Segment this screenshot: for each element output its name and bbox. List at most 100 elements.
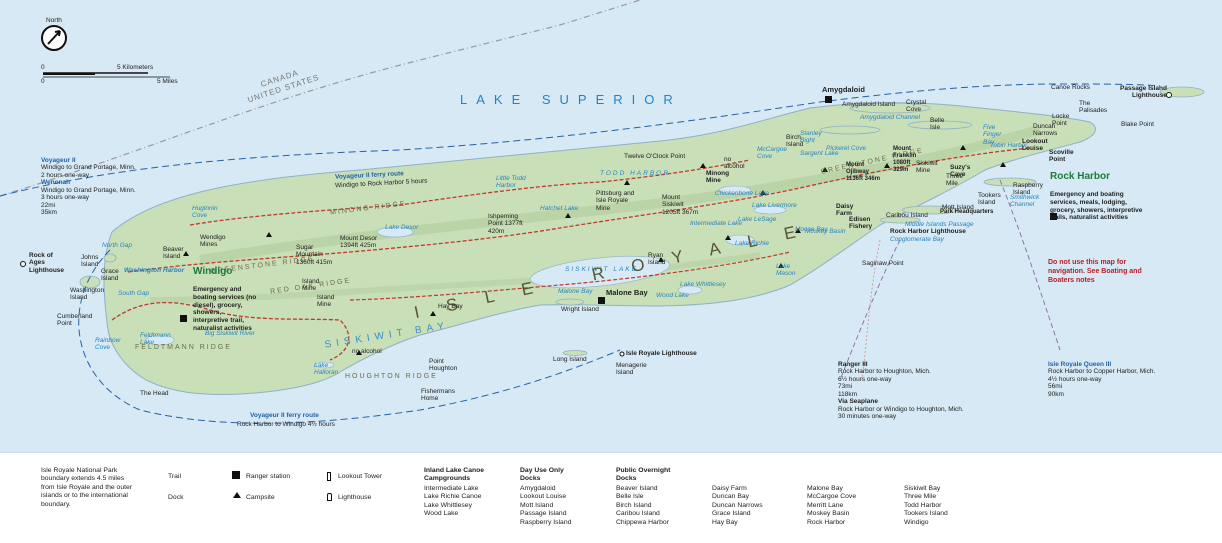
label-voyageur-bottom: Voyageur II ferry route xyxy=(250,412,319,419)
island-long xyxy=(562,350,588,356)
label-lake-desor: Lake Desor xyxy=(385,224,419,231)
label-houghton-ridge: HOUGHTON RIDGE xyxy=(345,373,438,380)
label-point-houghton: Point Houghton xyxy=(429,358,458,373)
ranger-station-windigo xyxy=(180,315,187,322)
label-huginnin: Huginnin Cove xyxy=(192,205,218,220)
label-amygdaloid: Amygdaloid xyxy=(822,85,865,94)
label-malone-bay-water: Malone Bay xyxy=(558,288,593,295)
label-lookout-louise: Lookout Louise xyxy=(1022,138,1048,153)
label-moskey-basin: Moskey Basin xyxy=(805,228,846,235)
label-feldtmann-ridge: FELDTMANN RIDGE xyxy=(135,344,232,351)
label-conglomerate-bay: Conglomerate Bay xyxy=(890,236,944,243)
dayuse-item: Passage Island xyxy=(520,510,567,518)
lake-desor xyxy=(376,226,414,238)
legend-trail: Trail xyxy=(168,473,181,480)
label-blake-point: Blake Point xyxy=(1121,121,1154,128)
label-five-finger: Five Finger Bay xyxy=(983,124,1002,146)
label-south-gap: South Gap xyxy=(118,290,150,297)
island-outer-2 xyxy=(907,120,973,130)
ranger-station-amygdaloid xyxy=(825,96,832,103)
queen-line1: Rock Harbor to Copper Harbor, Mich. xyxy=(1048,368,1156,376)
label-lake-richie: Lake Richie xyxy=(735,240,769,247)
ranger-station-rh xyxy=(1050,213,1057,220)
legend-campsite: Campsite xyxy=(246,494,275,501)
label-mount-desor: Mount Desor 1394ft 425m xyxy=(340,235,378,250)
label-johns-island: Johns Island xyxy=(81,254,99,269)
label-pittsburg: Pittsburg and Isle Royale Mine xyxy=(596,190,635,212)
lighthouse-rock-of-ages xyxy=(20,261,26,267)
legend-overnight-title: Public Overnight Docks xyxy=(616,467,671,483)
legend-overnight-col4: Siskiwit Bay Three Mile Todd Harbor Took… xyxy=(904,485,948,527)
legend-dayuse-title: Day Use Only Docks xyxy=(520,467,564,483)
overnight-item: Hay Bay xyxy=(712,518,738,526)
dayuse-item: Amygdaloid xyxy=(520,485,556,492)
label-lake-halloran: Lake Halloran xyxy=(314,362,339,377)
label-amygdaloid-channel: Amygdaloid Channel xyxy=(860,114,920,121)
lake-feldtmann xyxy=(145,334,175,346)
lookout-tower-icon xyxy=(327,472,331,481)
legend-inland-list: Intermediate Lake Lake Richie Canoe Lake… xyxy=(424,485,481,519)
voyageur-box-line2: 2 hours one-way xyxy=(41,171,90,179)
overnight-item: Malone Bay xyxy=(807,485,843,492)
label-stanley: Stanley Bight xyxy=(800,130,822,145)
label-lake-mason: Lake Mason xyxy=(776,263,796,278)
label-twelve-oclock: Twelve O'Clock Point xyxy=(624,153,686,160)
overnight-item: Windigo xyxy=(904,518,929,526)
legend-lookout-tower: Lookout Tower xyxy=(338,473,383,480)
label-edisen: Edisen Fishery xyxy=(849,216,873,231)
overnight-item: Duncan Bay xyxy=(712,493,750,501)
dayuse-item: Lookout Louise xyxy=(520,493,567,501)
label-feldtmann-lake: Feldtmann Lake xyxy=(140,332,171,347)
legend-overnight-col1: Beaver Island Belle Isle Birch Island Ca… xyxy=(616,485,669,527)
label-ryan-island: Ryan Island xyxy=(648,252,666,267)
label-lake-lesage: Lake LeSage xyxy=(738,216,777,223)
inland-item: Lake Whittlesey xyxy=(424,501,472,509)
voyageur-box-title: Voyageur II xyxy=(41,157,76,164)
label-duncan-narrows: Duncan Narrows xyxy=(1033,123,1058,138)
label-wright-island: Wright Island xyxy=(561,306,599,313)
island-amygdaloid xyxy=(849,102,931,114)
label-minong-mine: Minong Mine xyxy=(706,170,730,185)
ranger-title: Ranger III xyxy=(838,361,868,368)
label-fishermans-home: Fishermans Home xyxy=(421,388,455,403)
wenonah-box-line1: Windigo to Grand Portage, Minn. xyxy=(41,186,136,194)
ranger-station-malone xyxy=(598,297,605,304)
trail-greenstone xyxy=(127,147,1031,273)
seaplane-line1: Rock Harbor or Windigo to Houghton, Mich… xyxy=(838,405,964,413)
label-mount-franklin: Mount Franklin 1080ft 329m xyxy=(893,146,917,173)
scale-km-zero: 0 xyxy=(41,64,45,71)
label-passage-island: Passage Island Lighthouse xyxy=(1120,85,1167,100)
label-sugar-mountain: Sugar Mountain 1360ft 415m xyxy=(296,244,333,266)
seaplane-title: Via Seaplane xyxy=(838,398,878,406)
queen-info-box: Isle Royale Queen III Rock Harbor to Cop… xyxy=(1048,361,1168,398)
label-hay-bay: Hay Bay xyxy=(438,303,463,310)
navigation-warning: Do not use this map for navigation. See … xyxy=(1048,259,1142,284)
label-long-island: Long Island xyxy=(553,356,587,363)
overnight-item: Caribou Island xyxy=(616,510,660,518)
queen-line2: 4½ hours one-way xyxy=(1048,375,1102,383)
overnight-item: Three Mile xyxy=(904,493,937,501)
dayuse-item: Mott Island xyxy=(520,501,554,509)
label-mount-siskiwit: Mount Siskiwit 1205ft 367m xyxy=(662,194,699,216)
ranger-line1: Rock Harbor to Houghton, Mich. xyxy=(838,368,931,376)
lake-whittlesey xyxy=(677,285,703,295)
campsite-icon xyxy=(233,492,241,498)
legend-overnight-col2: Daisy Farm Duncan Bay Duncan Narrows Gra… xyxy=(712,485,763,527)
scale-mi-zero: 0 xyxy=(41,78,45,85)
label-caribou: Caribou Island xyxy=(886,212,928,219)
island-outer-1 xyxy=(819,125,881,135)
overnight-item: Chippewa Harbor xyxy=(616,518,669,526)
ferry-route-south xyxy=(78,249,621,424)
label-ishpeming: Ishpeming Point 1377ft 420m xyxy=(488,213,523,235)
label-pickerel: Pickerel Cove xyxy=(826,145,867,152)
compass-arrow xyxy=(47,30,61,45)
queen-line3: 56mi xyxy=(1048,383,1063,391)
lake-halloran xyxy=(315,361,335,369)
queen-title: Isle Royale Queen III xyxy=(1048,361,1112,368)
terrain-shading xyxy=(199,125,1042,265)
seaplane-route xyxy=(861,239,881,381)
inland-item: Lake Richie Canoe xyxy=(424,493,482,501)
island-caribou xyxy=(879,216,921,224)
